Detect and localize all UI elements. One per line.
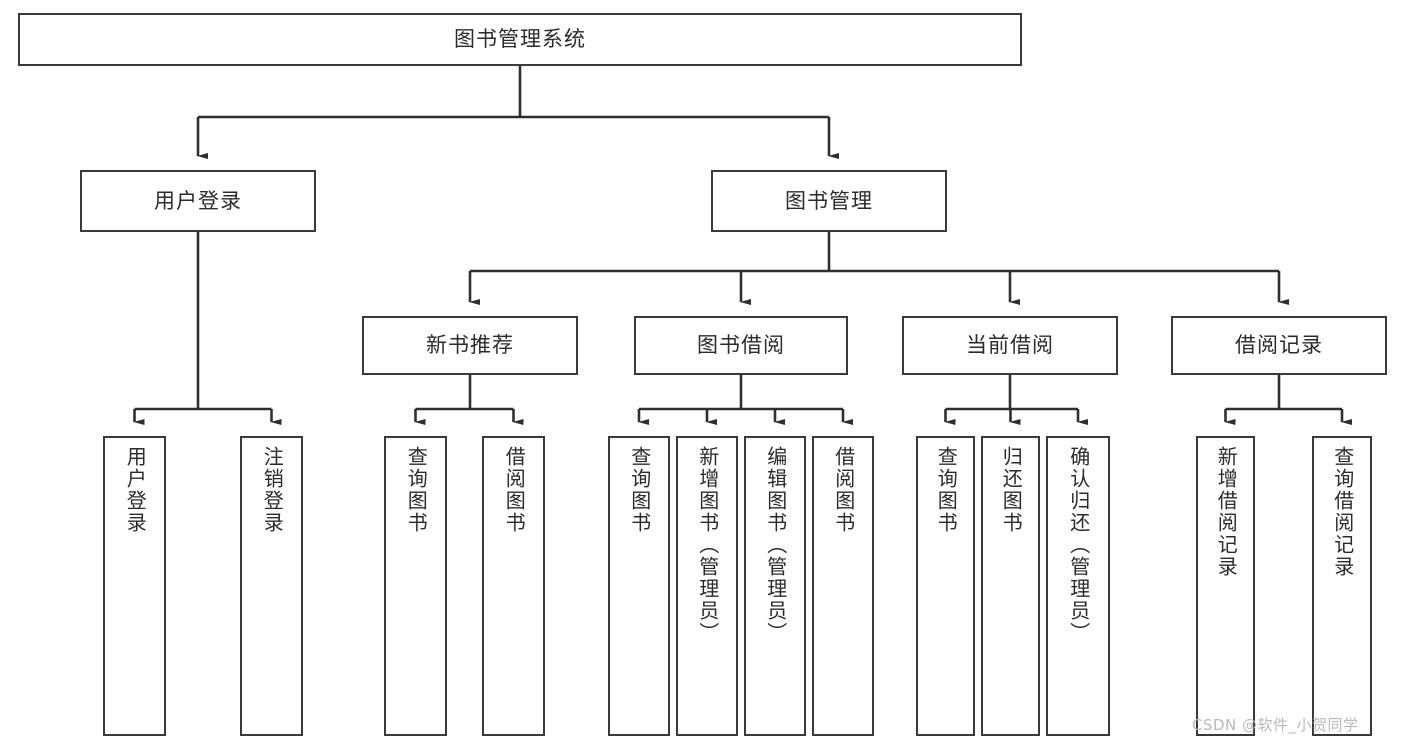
node-label: 用户登录 <box>123 446 148 534</box>
node-label: 归还图书 <box>999 446 1024 534</box>
node-label: 编辑图书（管理员） <box>763 446 788 644</box>
node-leaf-bw-edit[interactable]: 编辑图书（管理员） <box>744 436 806 736</box>
node-label: 借阅图书 <box>502 446 527 534</box>
node-label: 图书管理系统 <box>454 27 586 52</box>
node-leaf-cur-confirm[interactable]: 确认归还（管理员） <box>1046 436 1110 736</box>
node-label: 查询借阅记录 <box>1330 446 1355 578</box>
csdn-watermark: CSDN @软件_小贺同学 <box>1192 716 1359 734</box>
node-leaf-nb-query[interactable]: 查询图书 <box>384 436 447 736</box>
node-label: 查询图书 <box>934 446 959 534</box>
node-label: 新增图书（管理员） <box>695 446 720 644</box>
node-label: 借阅图书 <box>831 446 856 534</box>
node-label: 确认归还（管理员） <box>1066 446 1091 644</box>
node-label: 借阅记录 <box>1235 333 1323 358</box>
node-leaf-rec-add[interactable]: 新增借阅记录 <box>1196 436 1255 736</box>
node-leaf-bw-borrow[interactable]: 借阅图书 <box>812 436 874 736</box>
node-label: 图书管理 <box>785 188 873 213</box>
node-root[interactable]: 图书管理系统 <box>18 13 1022 66</box>
node-label: 当前借阅 <box>966 333 1054 358</box>
node-current[interactable]: 当前借阅 <box>902 316 1118 375</box>
node-leaf-rec-query[interactable]: 查询借阅记录 <box>1312 436 1372 736</box>
node-label: 查询图书 <box>627 446 652 534</box>
node-label: 新增借阅记录 <box>1214 446 1239 578</box>
node-label: 图书借阅 <box>697 333 785 358</box>
node-records[interactable]: 借阅记录 <box>1171 316 1387 375</box>
node-login[interactable]: 用户登录 <box>80 170 316 232</box>
node-leaf-cur-return[interactable]: 归还图书 <box>981 436 1040 736</box>
node-newbook[interactable]: 新书推荐 <box>362 316 578 375</box>
node-leaf-bw-query[interactable]: 查询图书 <box>608 436 670 736</box>
node-leaf-cur-query[interactable]: 查询图书 <box>916 436 975 736</box>
node-leaf-nb-borrow[interactable]: 借阅图书 <box>482 436 545 736</box>
node-label: 查询图书 <box>404 446 429 534</box>
node-label: 用户登录 <box>154 188 242 213</box>
node-borrow[interactable]: 图书借阅 <box>634 316 848 375</box>
node-label: 注销登录 <box>260 446 285 534</box>
node-leaf-bw-add[interactable]: 新增图书（管理员） <box>676 436 738 736</box>
node-leaf-logout[interactable]: 注销登录 <box>240 436 303 736</box>
node-label: 新书推荐 <box>426 333 514 358</box>
node-leaf-user-login[interactable]: 用户登录 <box>103 436 166 736</box>
node-bookmgmt[interactable]: 图书管理 <box>711 170 947 232</box>
